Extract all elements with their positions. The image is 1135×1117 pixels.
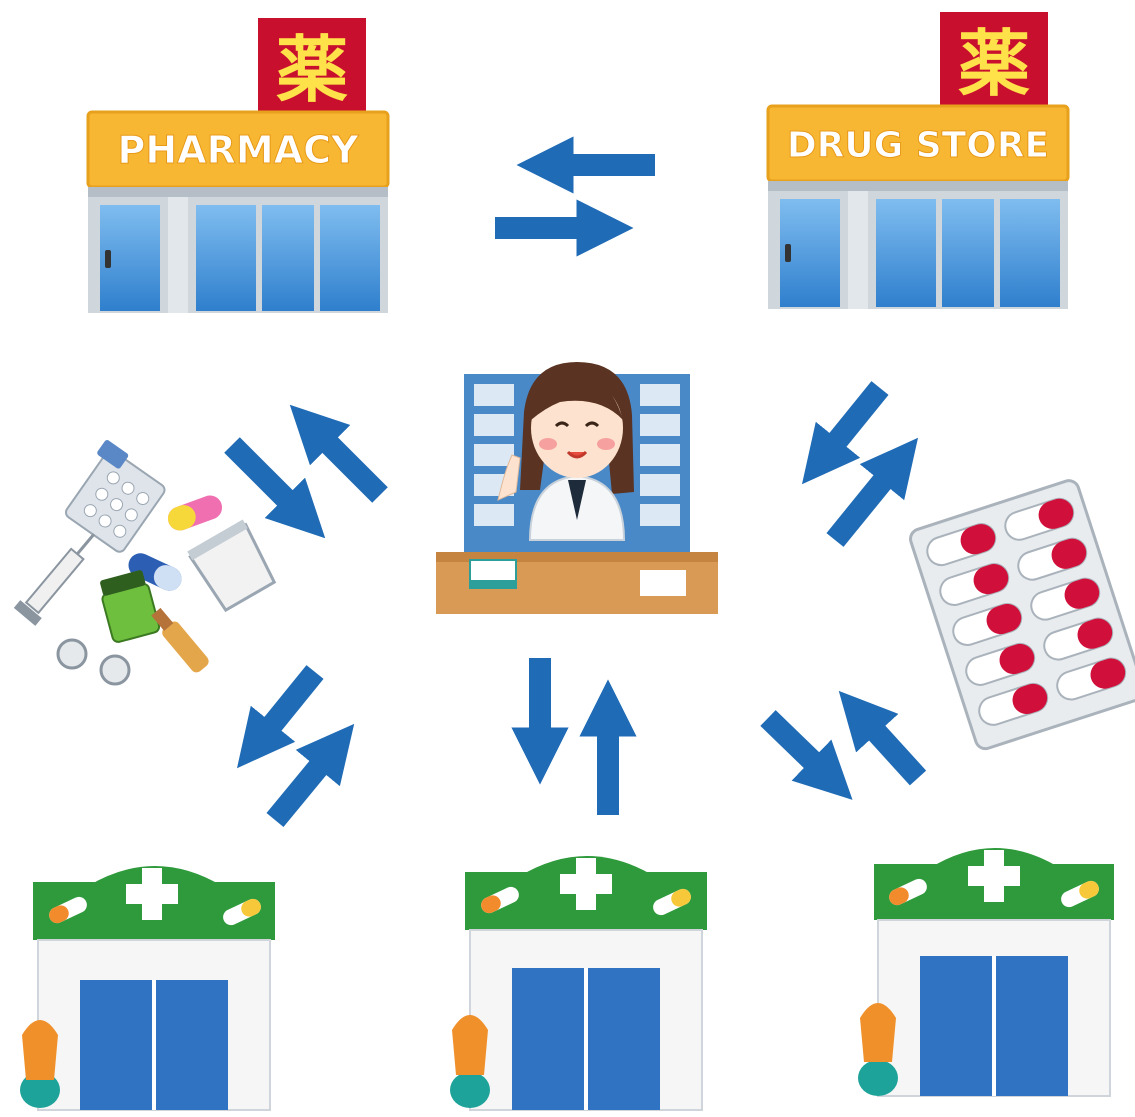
arrow-up-left-icon xyxy=(289,404,388,503)
arrow-up-left-icon xyxy=(838,690,927,786)
medicines-icon xyxy=(13,440,277,686)
capsule-blister-icon xyxy=(909,479,1135,751)
arrow-up-right-icon xyxy=(826,437,919,547)
pharmacy-label: PHARMACY xyxy=(118,128,359,172)
clinic-icon xyxy=(450,856,707,1111)
pharmacy-store-icon: 薬 PHARMACY xyxy=(86,18,390,313)
arrow-down-left-icon xyxy=(801,381,889,485)
pharmacy-kanji: 薬 xyxy=(276,28,348,112)
drugstore-icon: 薬 DRUG STORE xyxy=(766,12,1070,309)
arrow-down-right-icon xyxy=(760,710,853,800)
clinic-icon xyxy=(20,866,275,1111)
arrow-down-left-icon xyxy=(236,665,324,769)
clinic-icon xyxy=(858,848,1114,1097)
pharmacist-icon xyxy=(436,362,718,614)
drugstore-kanji: 薬 xyxy=(958,22,1030,106)
drugstore-label: DRUG STORE xyxy=(787,125,1049,166)
arrow-up-right-icon xyxy=(266,723,355,827)
arrow-down-right-icon xyxy=(224,437,326,539)
